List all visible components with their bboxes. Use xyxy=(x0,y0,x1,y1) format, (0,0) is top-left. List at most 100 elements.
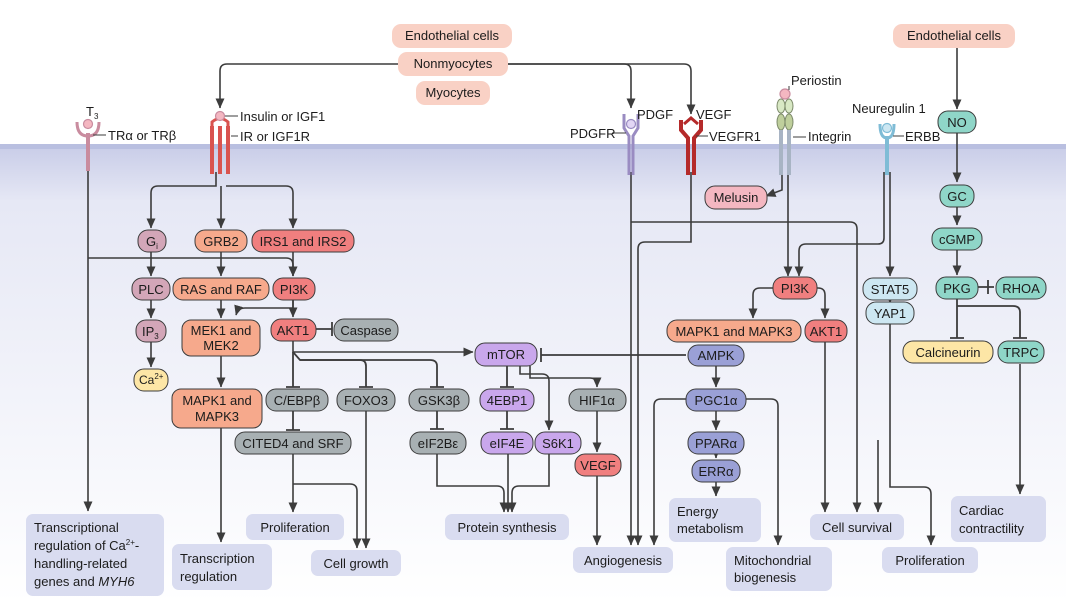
outcome-proliferation-left xyxy=(246,514,344,540)
pdgfr-receptor xyxy=(612,114,640,175)
s6k1-node xyxy=(534,431,582,455)
integrin-receptor xyxy=(776,86,806,175)
cebpb-label: C/EBPβ xyxy=(274,393,321,408)
outcome-boxes: Transcriptional regulation of Ca2+- hand… xyxy=(26,496,1046,596)
cgmp-node xyxy=(931,227,983,251)
outcome-cell-survival xyxy=(810,514,904,540)
plc-label: PLC xyxy=(138,282,163,297)
outcome-cardiac-line2: contractility xyxy=(959,521,1025,536)
mapk-left-node xyxy=(171,388,263,429)
hif1a-node xyxy=(568,388,627,412)
erbb-receptor xyxy=(878,122,904,175)
trpc-label: TRPC xyxy=(1003,345,1038,360)
mtor-node xyxy=(474,342,538,367)
myocytes-label: Myocytes xyxy=(426,85,481,100)
cell-membrane xyxy=(0,144,1066,149)
pi3k-left-label: PI3K xyxy=(280,282,309,297)
yap1-node xyxy=(865,301,915,325)
vegfr1-label: VEGFR1 xyxy=(709,129,761,144)
signaling-nodes: Gi GRB2 IRS1 and IRS2 PLC RAS and RAF PI… xyxy=(131,110,1047,483)
outcome-transcriptional-line2: regulation of Ca2+- xyxy=(34,538,139,553)
grb2-node xyxy=(194,229,248,253)
cited4-node xyxy=(234,431,352,455)
erra-node xyxy=(691,459,741,483)
ip3-node xyxy=(135,319,167,343)
outcome-proliferation-right xyxy=(882,547,978,573)
mek-node xyxy=(181,319,261,357)
ppara-node xyxy=(687,431,745,455)
outcome-protein-synthesis-label: Protein synthesis xyxy=(458,520,557,535)
mapk-left-label-2: MAPK3 xyxy=(195,409,239,424)
ppara-label: PPARα xyxy=(695,436,737,451)
mek-label-2: MEK2 xyxy=(203,338,238,353)
foxo3-node xyxy=(336,388,396,412)
pkg-label: PKG xyxy=(943,281,970,296)
outcome-transcriptional-line4: genes and MYH6 xyxy=(34,574,135,589)
outcome-cell-growth xyxy=(311,550,401,576)
vegf-ligand-label: VEGF xyxy=(696,107,731,122)
eif2be-node xyxy=(409,431,467,455)
outcome-mitochondrial-biogenesis xyxy=(726,547,832,591)
eif2be-label: eIF2Bε xyxy=(418,436,459,451)
gc-label: GC xyxy=(947,189,967,204)
mapk-left-label-1: MAPK1 and xyxy=(182,393,251,408)
akt1-left-label: AKT1 xyxy=(277,323,310,338)
ampk-node xyxy=(687,344,745,367)
pkg-node xyxy=(935,276,979,300)
cgmp-label: cGMP xyxy=(939,232,975,247)
tr-label: TRα or TRβ xyxy=(108,128,176,143)
outcome-transcriptional-ca xyxy=(26,514,164,596)
melusin-label: Melusin xyxy=(714,190,759,205)
pgc1a-label: PGC1α xyxy=(695,393,738,408)
4ebp1-label: 4EBP1 xyxy=(487,393,527,408)
cell-type-boxes: Endothelial cells Nonmyocytes Myocytes E… xyxy=(392,24,1015,105)
gi-label: Gi xyxy=(146,234,158,251)
receptors xyxy=(75,86,904,175)
irs-label: IRS1 and IRS2 xyxy=(260,234,347,249)
akt1-left-node xyxy=(270,318,317,342)
outcome-energy-metabolism xyxy=(669,498,761,542)
outcome-transcriptional-line3: handling-related xyxy=(34,556,127,571)
caspase-node xyxy=(333,318,399,342)
tr-receptor xyxy=(75,118,106,171)
insulin-label: Insulin or IGF1 xyxy=(240,109,325,124)
outcome-transcription-line2: regulation xyxy=(180,569,237,584)
outcome-angiogenesis xyxy=(573,547,673,573)
mek-label-1: MEK1 and xyxy=(191,323,252,338)
outcome-cell-survival-label: Cell survival xyxy=(822,520,892,535)
outcome-cardiac-contractility xyxy=(951,496,1046,542)
ca-node xyxy=(133,368,169,392)
outcome-cell-growth-label: Cell growth xyxy=(323,556,388,571)
pi3k-left-node xyxy=(272,277,316,301)
pi3k-right-label: PI3K xyxy=(781,281,810,296)
outcome-energy-line2: metabolism xyxy=(677,521,743,536)
no-node xyxy=(937,110,977,134)
eif4e-node xyxy=(480,431,534,455)
ampk-label: AMPK xyxy=(698,348,735,363)
gsk3b-label: GSK3β xyxy=(418,393,460,408)
plc-node xyxy=(131,277,171,301)
outcome-proliferation-left-label: Proliferation xyxy=(260,520,329,535)
outcome-transcription-regulation xyxy=(172,544,272,590)
pdgf-label: PDGF xyxy=(637,107,673,122)
vegf-node xyxy=(574,453,622,477)
vegfr1-receptor xyxy=(679,116,708,175)
gi-node xyxy=(137,229,167,253)
gsk3b-node xyxy=(408,388,470,412)
outcome-energy-line1: Energy xyxy=(677,504,719,519)
ip3-label: IP3 xyxy=(142,324,159,341)
nonmyocytes-box xyxy=(398,52,508,76)
outcome-transcription-line1: Transcription xyxy=(180,551,255,566)
ligand-labels: T3 TRα or TRβ Insulin or IGF1 IR or IGF1… xyxy=(86,73,940,144)
ca-label: Ca2+ xyxy=(139,372,164,387)
mapk-right-node xyxy=(666,319,802,343)
outcome-mito-line1: Mitochondrial xyxy=(734,553,811,568)
erra-label: ERRα xyxy=(699,464,734,479)
nonmyocytes-label: Nonmyocytes xyxy=(414,56,493,71)
calcineurin-node xyxy=(902,340,994,364)
endothelial-cells-box xyxy=(392,24,512,48)
cebpb-node xyxy=(265,388,329,412)
melusin-node xyxy=(704,185,768,210)
